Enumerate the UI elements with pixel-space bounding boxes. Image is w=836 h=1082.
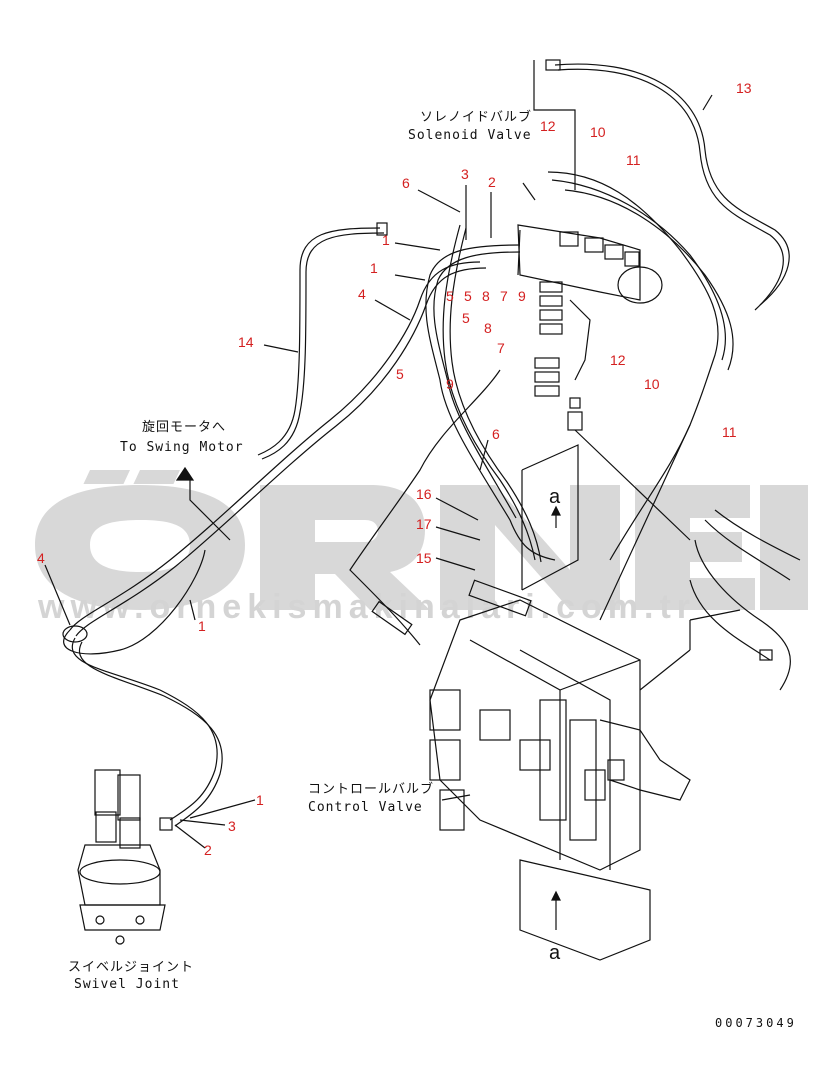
view-a-label-top: a <box>549 486 561 508</box>
control-valve-label-jp: コントロールバルブ <box>308 782 435 797</box>
solenoid-label-jp: ソレノイドバルブ <box>420 110 533 125</box>
callout-8-a: 8 <box>482 288 490 304</box>
callout-1-c: 1 <box>198 618 206 634</box>
callout-13: 13 <box>736 80 752 96</box>
callout-5-a: 5 <box>446 288 454 304</box>
callout-11-right: 11 <box>722 424 737 440</box>
solenoid-label-en: Solenoid Valve <box>408 128 532 143</box>
callout-2-bottom: 2 <box>204 842 212 858</box>
callout-3-bottom: 3 <box>228 818 236 834</box>
callout-15: 15 <box>416 550 432 566</box>
callout-5-d: 5 <box>396 366 404 382</box>
callout-7-a: 7 <box>500 288 508 304</box>
callout-8-b: 8 <box>484 320 492 336</box>
callout-3-top: 3 <box>461 166 469 182</box>
callout-12-right: 12 <box>610 352 626 368</box>
swivel-joint-label-jp: スイベルジョイント <box>68 960 195 975</box>
callout-4-left: 4 <box>37 550 45 566</box>
callout-7-b: 7 <box>497 340 505 356</box>
callout-10-right: 10 <box>644 376 660 392</box>
callout-9-a: 9 <box>518 288 526 304</box>
control-valve-label-en: Control Valve <box>308 800 423 815</box>
view-a-label-bottom: a <box>549 942 561 964</box>
callout-9-b: 9 <box>446 376 454 392</box>
callout-1-a: 1 <box>382 232 390 248</box>
callout-6-top: 6 <box>402 175 410 191</box>
callout-11-top: 11 <box>626 152 641 168</box>
callout-2-top: 2 <box>488 174 496 190</box>
callout-1-d: 1 <box>256 792 264 808</box>
callout-10-top: 10 <box>590 124 606 140</box>
callout-17: 17 <box>416 516 432 532</box>
callout-1-b: 1 <box>370 260 378 276</box>
callout-6-mid: 6 <box>492 426 500 442</box>
callout-5-b: 5 <box>464 288 472 304</box>
watermark-url: www.ornekismakinalari.com.tr <box>38 588 697 626</box>
callout-12-top: 12 <box>540 118 556 134</box>
callout-14: 14 <box>238 334 254 350</box>
drawing-code: 00073049 <box>715 1016 797 1030</box>
swing-motor-label-en: To Swing Motor <box>120 440 244 455</box>
callout-5-c: 5 <box>462 310 470 326</box>
callout-16: 16 <box>416 486 432 502</box>
swing-motor-label-jp: 旋回モータへ <box>142 420 227 435</box>
callout-4-top: 4 <box>358 286 366 302</box>
swivel-joint-label-en: Swivel Joint <box>74 977 180 992</box>
